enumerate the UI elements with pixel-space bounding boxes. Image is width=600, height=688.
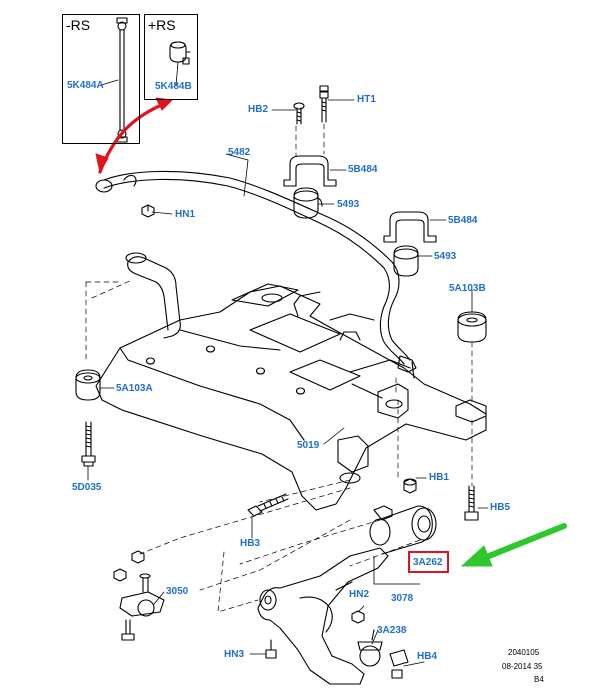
bush-5493-top-illustration	[293, 187, 323, 219]
label-5d035: 5D035	[72, 482, 102, 493]
inset-minus-rs	[62, 14, 140, 144]
bushing-3a262-illustration	[369, 505, 437, 555]
clamp-5b484-right-illustration	[383, 211, 437, 243]
hb2-bolt-illustration	[293, 102, 305, 125]
label-hb4: HB4	[417, 651, 438, 662]
bushing-5k484b-illustration	[169, 41, 191, 65]
stabilizer-bar-illustration	[95, 170, 417, 379]
hb4-bolt-illustration	[389, 649, 409, 679]
hb1-nut-illustration	[403, 478, 417, 494]
label-hn1: HN1	[175, 209, 196, 220]
label-ht1: HT1	[357, 94, 376, 105]
label-hb5: HB5	[490, 502, 511, 513]
mount-5a103b-illustration	[457, 311, 487, 343]
hn2-nut-illustration	[351, 610, 365, 624]
inset-plus-rs	[144, 14, 198, 100]
label-hn2: HN2	[349, 589, 370, 600]
label-5a103b: 5A103B	[449, 283, 486, 294]
dashed-alignment-lines	[85, 123, 473, 613]
hb5-bolt-illustration	[464, 485, 479, 521]
inset-title-plus-rs: +RS	[148, 17, 176, 33]
label-3078: 3078	[391, 593, 414, 604]
mount-5a103a-illustration	[75, 369, 101, 401]
reference-code: 2040105	[508, 648, 540, 657]
label-5493-right: 5493	[434, 251, 457, 262]
label-5493-top: 5493	[337, 199, 360, 210]
label-5482: 5482	[228, 147, 251, 158]
label-5k484a: 5K484A	[67, 80, 104, 91]
drop-link-5k484a-illustration	[116, 17, 128, 143]
label-hn3: HN3	[224, 649, 245, 660]
label-hb1: HB1	[429, 472, 450, 483]
leader-lines	[87, 61, 489, 667]
label-5a103a: 5A103A	[116, 383, 153, 394]
highlight-box-3a262	[408, 551, 449, 573]
inset-title-minus-rs: -RS	[66, 17, 91, 33]
hn1-nut-illustration	[141, 204, 155, 218]
hn3-bolt-illustration	[265, 639, 277, 659]
label-5019: 5019	[297, 440, 320, 451]
label-5b484-top: 5B484	[348, 164, 378, 175]
lower-arm-3078-illustration	[257, 547, 389, 685]
label-5b484-right: 5B484	[448, 215, 478, 226]
green-arrow	[461, 523, 567, 567]
ht1-stud-illustration	[319, 85, 329, 123]
bush-5493-right-illustration	[393, 245, 419, 277]
bolt-5d035-illustration	[81, 421, 96, 467]
label-5k484b: 5K484B	[155, 81, 192, 92]
reference-date: 08-2014 35	[502, 662, 543, 671]
label-3a238: 3A238	[377, 625, 407, 636]
ball-joint-3a238-illustration	[357, 629, 383, 667]
clamp-5b484-top-illustration	[283, 155, 337, 187]
label-hb3: HB3	[240, 538, 261, 549]
label-3050: 3050	[166, 586, 189, 597]
reference-sheet: B4	[534, 675, 544, 684]
label-hb2: HB2	[248, 104, 269, 115]
label-3a262: 3A262	[413, 557, 443, 568]
subframe-5019-illustration	[95, 252, 487, 511]
ball-joint-3050-illustration	[113, 550, 165, 641]
hb3-bolt-illustration	[247, 493, 289, 517]
